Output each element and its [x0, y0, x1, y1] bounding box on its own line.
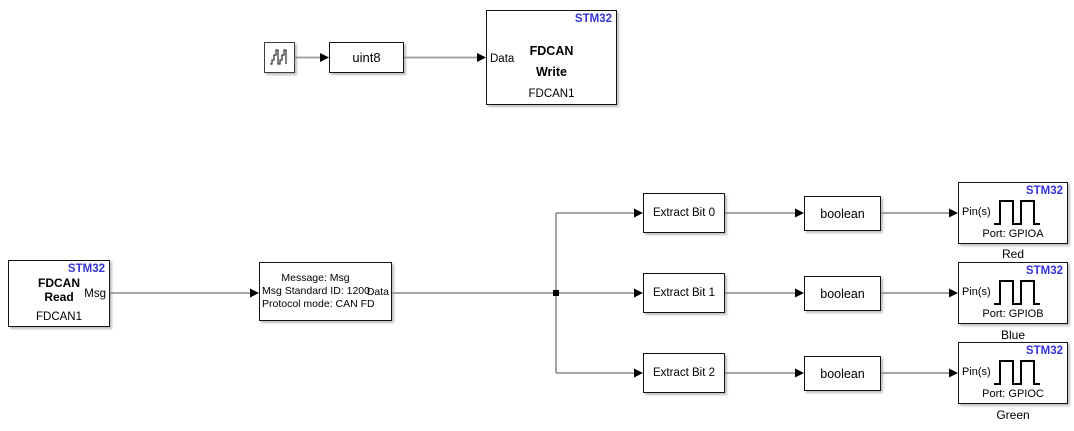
fdcan-write-subtitle: Write	[535, 65, 568, 79]
stm32-tag: STM32	[574, 13, 612, 25]
unpack-protocol-line: Protocol mode: CAN FD	[262, 298, 375, 310]
pins-input-port-label: Pin(s)	[962, 366, 991, 378]
boolean-1-label: boolean	[820, 286, 865, 301]
arrowheads	[250, 53, 958, 378]
stm32-tag: STM32	[67, 263, 105, 275]
unpack-standard-id-line: Msg Standard ID: 1200	[262, 285, 370, 297]
fdcan-write-block[interactable]: STM32 FDCAN Write Data FDCAN1	[486, 10, 617, 105]
boolean-cast-0-block[interactable]: boolean	[804, 196, 881, 231]
extract-bit-0-label: Extract Bit 0	[653, 207, 715, 219]
stm32-tag: STM32	[1025, 185, 1063, 197]
msg-output-port-label: Msg	[84, 288, 106, 300]
boolean-cast-1-block[interactable]: boolean	[804, 276, 881, 311]
can-fd-unpack-block[interactable]: Message: Msg Msg Standard ID: 1200 Proto…	[259, 262, 392, 321]
gpio-write-red-block[interactable]: STM32 Pin(s) Port: GPIOA	[958, 182, 1068, 244]
gpio-green-caption[interactable]: Green	[996, 408, 1030, 422]
fdcan-read-title: FDCAN	[38, 276, 80, 290]
extract-bit-1-block[interactable]: Extract Bit 1	[643, 273, 725, 313]
uint8-label: uint8	[352, 50, 381, 65]
unpack-message-line: Message: Msg	[281, 272, 350, 284]
extract-bit-0-block[interactable]: Extract Bit 0	[643, 193, 725, 233]
fdcan-read-footer: FDCAN1	[35, 311, 82, 323]
gpio-red-caption[interactable]: Red	[1001, 247, 1024, 261]
gpio-port-text: Port: GPIOA	[982, 228, 1044, 240]
pins-input-port-label: Pin(s)	[962, 286, 991, 298]
data-input-port-label: Data	[490, 53, 515, 65]
extract-bit-2-label: Extract Bit 2	[653, 367, 715, 379]
signal-source-block[interactable]	[264, 42, 295, 73]
square-wave-icon	[994, 200, 1040, 225]
fdcan-read-subtitle: Read	[44, 289, 74, 304]
square-wave-icon	[994, 280, 1040, 305]
boolean-2-label: boolean	[820, 366, 865, 381]
pins-input-port-label: Pin(s)	[962, 206, 991, 218]
extract-bit-1-label: Extract Bit 1	[653, 287, 715, 299]
data-output-port-label: Data	[366, 285, 389, 298]
stm32-tag: STM32	[1025, 265, 1063, 277]
gpio-port-text: Port: GPIOB	[982, 308, 1044, 320]
fdcan-write-footer: FDCAN1	[528, 88, 575, 100]
gpio-blue-caption[interactable]: Blue	[1000, 328, 1026, 342]
stm32-tag: STM32	[1025, 345, 1063, 357]
gpio-write-green-block[interactable]: STM32 Pin(s) Port: GPIOC	[958, 342, 1068, 404]
gpio-port-text: Port: GPIOC	[982, 388, 1044, 400]
fdcan-read-block[interactable]: STM32 FDCAN Read Msg FDCAN1	[8, 260, 110, 327]
square-wave-icon	[994, 360, 1040, 385]
boolean-cast-2-block[interactable]: boolean	[804, 356, 881, 391]
gpio-write-blue-block[interactable]: STM32 Pin(s) Port: GPIOB	[958, 262, 1068, 324]
boolean-0-label: boolean	[820, 206, 865, 221]
extract-bit-2-block[interactable]: Extract Bit 2	[643, 353, 725, 393]
stair-step-signal-icon	[270, 49, 287, 65]
uint8-cast-block[interactable]: uint8	[329, 42, 404, 73]
branch-point-dot	[553, 290, 559, 296]
fdcan-write-title: FDCAN	[529, 44, 574, 58]
